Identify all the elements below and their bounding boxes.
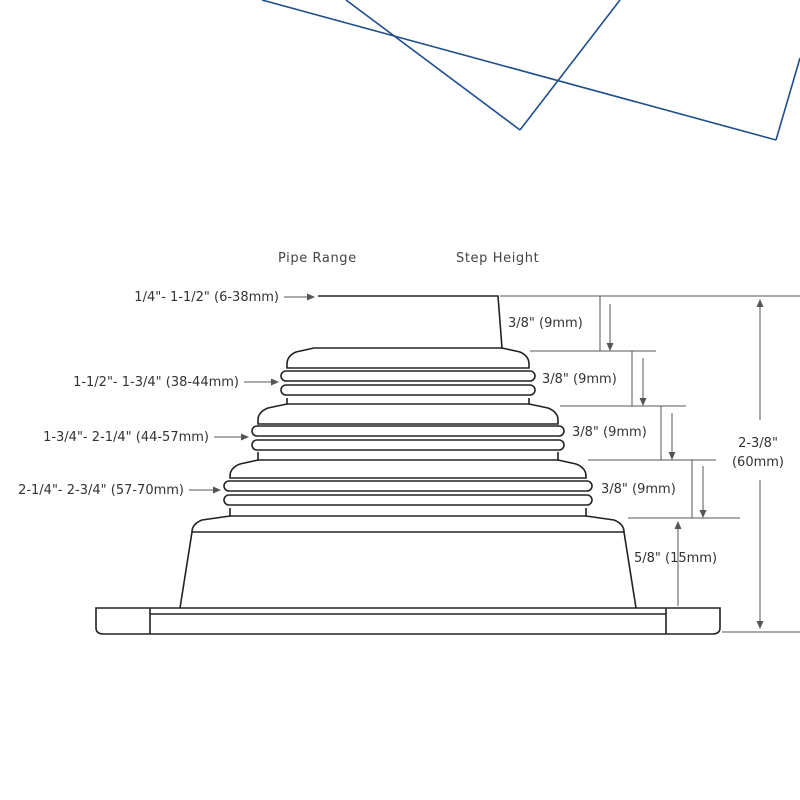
step-height-label: 5/8" (15mm) [634, 551, 717, 566]
step-height-dimensions: 3/8" (9mm) 3/8" (9mm) 3/8" (9mm) 3/8" (9… [500, 295, 800, 633]
step-height-label: 3/8" (9mm) [601, 482, 676, 497]
decor-line-1 [261, 0, 777, 141]
step-2-ring-1 [280, 370, 536, 382]
step-4-shoulder [229, 459, 587, 479]
step-3-shoulder [257, 403, 559, 425]
step-4-neck [229, 508, 587, 517]
base-cone [179, 515, 637, 609]
step-2-neck [286, 398, 530, 405]
step-height-header: Step Height [456, 251, 539, 266]
pipe-range-label: 1-1/2"- 1-3/4" (38-44mm) [73, 375, 239, 390]
decor-line-4 [775, 57, 800, 141]
base-flange [95, 607, 721, 635]
pipe-range-header: Pipe Range [278, 251, 357, 266]
step-3-ring-1 [251, 425, 565, 437]
step-4-ring-1 [223, 480, 593, 492]
step-3-ring-2 [251, 439, 565, 451]
step-4-ring-2 [223, 494, 593, 506]
pipe-range-label: 2-1/4"- 2-3/4" (57-70mm) [18, 483, 184, 498]
top-step [314, 295, 503, 349]
pipe-range-label: 1-3/4"- 2-1/4" (44-57mm) [43, 430, 209, 445]
total-height-label: 2-3/8" [738, 436, 778, 451]
total-height-dimension: 2-3/8" (60mm) [732, 299, 784, 629]
decorative-lines [261, 0, 800, 141]
step-2-shoulder [286, 347, 530, 369]
pipe-range-label: 1/4"- 1-1/2" (6-38mm) [134, 290, 279, 305]
step-height-label: 3/8" (9mm) [542, 372, 617, 387]
pipe-range-labels: 1/4"- 1-1/2" (6-38mm) 1-1/2"- 1-3/4" (38… [18, 290, 315, 498]
step-height-label: 3/8" (9mm) [508, 316, 583, 331]
flashing-outline [95, 295, 721, 635]
total-height-label: (60mm) [732, 455, 784, 470]
decor-line-2 [345, 0, 521, 131]
decor-line-3 [519, 0, 621, 131]
step-height-label: 3/8" (9mm) [572, 425, 647, 440]
step-2-ring-2 [280, 384, 536, 396]
step-3-neck [257, 452, 559, 461]
